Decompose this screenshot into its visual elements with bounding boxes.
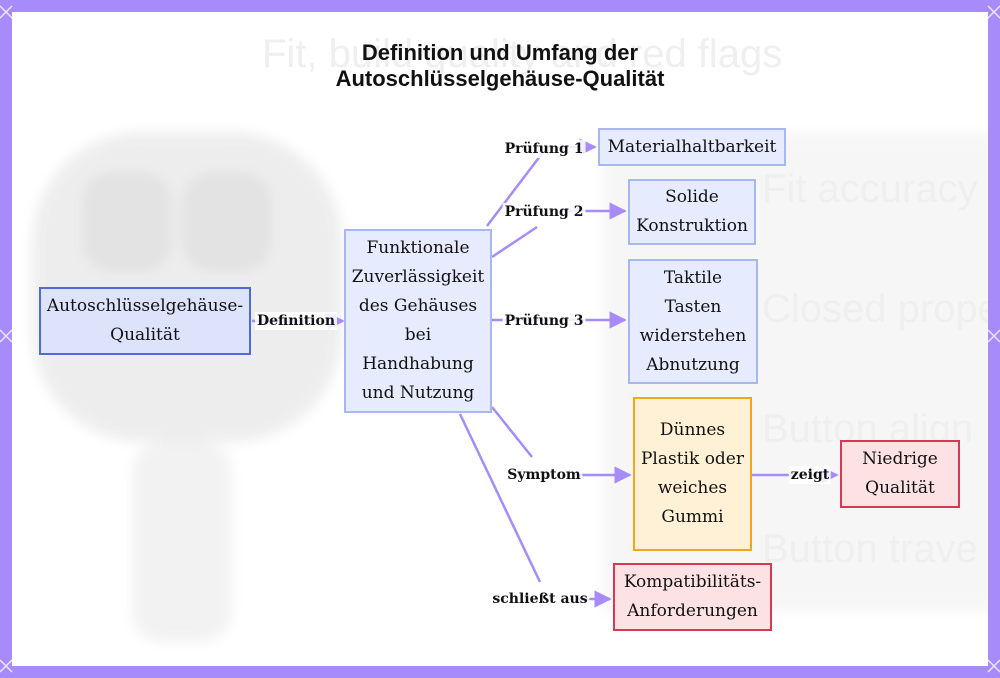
node-text: Funktionale [366, 238, 470, 258]
edge-label-symptom: Symptom [505, 466, 583, 484]
svg-text:Fit accuracy: Fit accuracy [762, 167, 978, 211]
node-text: Tasten [664, 296, 722, 317]
node-text: des Gehäuses [358, 296, 478, 316]
node-text: Zuverlässigkeit [351, 267, 485, 287]
svg-text:Closed proper: Closed proper [762, 287, 988, 331]
node-text: und Nutzung [361, 383, 475, 403]
edge-label-definition: Definition [254, 312, 338, 330]
node-functional-reliability: Funktionale Zuverlässigkeit des Gehäuses… [344, 229, 492, 413]
node-text: Gummi [661, 507, 724, 527]
node-text: Materialhaltbarkeit [607, 136, 777, 157]
title-line-1: Definition und Umfang der [361, 40, 639, 65]
node-text: Solide [665, 187, 719, 207]
diagram-canvas: Fit, build quality and red flags Fit acc… [12, 12, 988, 666]
node-text: Qualität [110, 325, 180, 345]
node-thin-plastic: Dünnes Plastik oder weiches Gummi [633, 397, 752, 551]
edge-label-excludes: schließt aus [490, 590, 590, 608]
node-text: Niedrige [862, 449, 938, 469]
node-text: Plastik oder [640, 449, 744, 469]
edge-symptom [491, 406, 533, 458]
node-solid-construction: Solide Konstruktion [628, 179, 756, 245]
node-text: Taktile [663, 267, 723, 288]
edge-label-check3: Prüfung 3 [502, 312, 586, 330]
node-text: Autoschlüsselgehäuse- [46, 296, 244, 316]
node-text: bei [404, 325, 432, 345]
node-text: Abnutzung [646, 354, 740, 375]
edge-check2 [491, 225, 538, 259]
node-tactile-buttons: Taktile Tasten widerstehen Abnutzung [628, 259, 758, 384]
node-text: Handhabung [362, 354, 474, 374]
node-key-case-quality: Autoschlüsselgehäuse- Qualität [39, 287, 251, 355]
node-text: weiches [657, 478, 728, 498]
edge-label-shows: zeigt [788, 466, 832, 484]
node-text: widerstehen [639, 325, 747, 346]
edge-label-check1: Prüfung 1 [502, 140, 586, 158]
edge-label-check2: Prüfung 2 [502, 203, 586, 221]
node-material-durability: Materialhaltbarkeit [598, 128, 786, 166]
svg-text:Button trave: Button trave [762, 527, 978, 571]
node-text: Dünnes [659, 420, 726, 440]
node-text: Anforderungen [627, 601, 758, 621]
edge-excludes [458, 413, 542, 583]
background-photo: Fit, build quality and red flags Fit acc… [32, 32, 988, 642]
title-line-2: Autoschlüsselgehäuse-Qualität [335, 66, 665, 91]
diagram-title: Definition und Umfang der Autoschlüsselg… [12, 40, 988, 92]
node-text: Qualität [865, 478, 935, 498]
node-text: Konstruktion [636, 216, 748, 236]
node-text: Kompatibilitäts- [623, 572, 762, 592]
node-low-quality: Niedrige Qualität [840, 440, 960, 508]
svg-text:Fit, build quality and red fla: Fit, build quality and red flags [262, 32, 782, 76]
node-compatibility-requirements: Kompatibilitäts- Anforderungen [613, 563, 772, 631]
